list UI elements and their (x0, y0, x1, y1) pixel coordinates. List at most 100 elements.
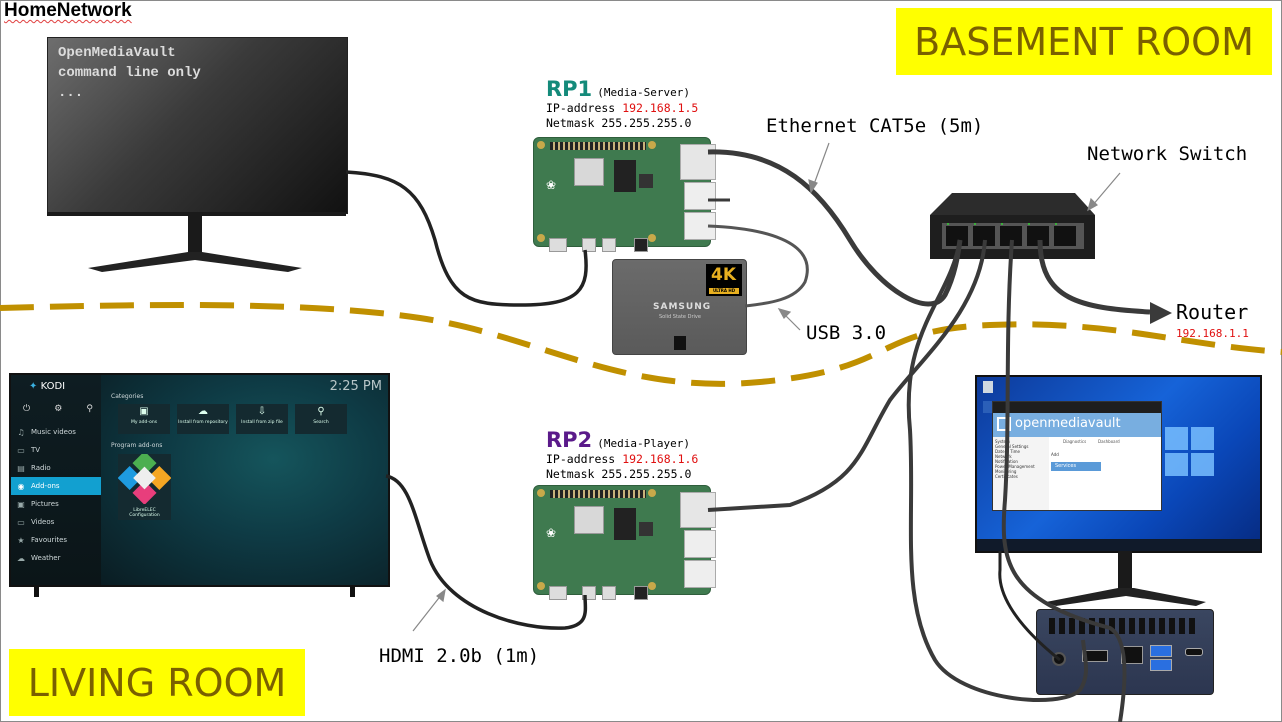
menu-label: Add-ons (31, 482, 60, 490)
kodi-tile-install-zip[interactable]: ⇩Install from zip file (236, 404, 288, 434)
tv-leg (34, 585, 39, 597)
rp1-netmask-label: Netmask (546, 116, 595, 130)
rp2-name: RP2 (546, 428, 593, 452)
omv-browser-window: openmediavault System General Settings D… (992, 401, 1162, 511)
kodi-menu-addons[interactable]: ◉Add-ons (11, 477, 101, 495)
kodi-logo-text: KODI (40, 381, 66, 392)
windows-taskbar (977, 539, 1260, 551)
kodi-sidebar: ✦ KODI ⏻ ⚙ ⚲ ♫Music videos ▭TV ▤Radio ◉A… (11, 375, 101, 585)
kodi-clock: 2:25 PM (329, 379, 382, 394)
ssd-subtitle: Solid State Drive (659, 314, 701, 320)
network-switch-label: Network Switch (1087, 143, 1248, 165)
thunderbolt-port (1185, 648, 1203, 656)
gear-icon[interactable]: ⚙ (54, 404, 63, 414)
addon-label: LibreELEC Configuration (129, 508, 160, 518)
usb-c-power-port (549, 586, 567, 600)
kodi-menu-radio[interactable]: ▤Radio (11, 459, 101, 477)
micro-hdmi-port (582, 586, 596, 600)
left-monitor-stand (188, 216, 202, 256)
micro-hdmi-port (582, 238, 596, 252)
omv-tab-dashboard[interactable]: Dashboard (1098, 439, 1120, 444)
kodi-tile-my-addons[interactable]: ▣My add-ons (118, 404, 170, 434)
ram-chip (614, 160, 636, 192)
usb-controller-chip (639, 174, 653, 188)
left-monitor-base (88, 252, 302, 272)
tile-label: Install from zip file (241, 420, 283, 425)
search-icon[interactable]: ⚲ (86, 404, 93, 414)
hdmi-port (1082, 650, 1108, 662)
kodi-menu-tv[interactable]: ▭TV (11, 441, 101, 459)
router-label: Router (1176, 300, 1249, 324)
rp1-board: ❀ (533, 137, 716, 252)
windows-monitor-base (1046, 588, 1206, 608)
omv-add-button[interactable]: Add (1051, 452, 1059, 457)
usb-cable-label: USB 3.0 (806, 322, 887, 344)
kodi-menu-music-videos[interactable]: ♫ Music videos (11, 423, 101, 441)
radio-icon: ▤ (17, 463, 25, 473)
kodi-tile-install-repo[interactable]: ☁Install from repository (177, 404, 229, 434)
soc-chip (574, 158, 604, 186)
omv-tab-diagnostics[interactable]: Diagnostics (1063, 439, 1087, 444)
ram-chip (614, 508, 636, 540)
usb-controller-chip (639, 522, 653, 536)
omv-logo-icon (997, 417, 1011, 431)
rp2-ip-label: IP-address (546, 452, 616, 466)
router-ip: 192.168.1.1 (1176, 327, 1249, 340)
rp1-ip-label: IP-address (546, 101, 616, 115)
rp2-netmask-label: Netmask (546, 467, 595, 481)
nuc-vents (1049, 618, 1199, 634)
gpio-pins (550, 490, 646, 498)
lan-port (1121, 646, 1143, 664)
rp1-name: RP1 (546, 77, 593, 101)
raspberry-logo-icon: ❀ (546, 526, 557, 540)
tv-leg (350, 585, 355, 597)
kodi-menu-videos[interactable]: ▭Videos (11, 513, 101, 531)
rp2-board: ❀ (533, 485, 716, 600)
menu-label: Weather (31, 554, 61, 562)
rp2-role: (Media-Player) (597, 437, 690, 450)
micro-hdmi-port (602, 238, 616, 252)
rp1-ip: 192.168.1.5 (622, 101, 699, 115)
rp2-label: RP2 (Media-Player) IP-address 192.168.1.… (546, 428, 698, 482)
power-icon[interactable]: ⏻ (23, 404, 31, 414)
tv-icon: ▭ (17, 445, 25, 455)
omv-nav-item[interactable]: Certificates (995, 474, 1018, 479)
kodi-menu-pictures[interactable]: ▣Pictures (11, 495, 101, 513)
kodi-tv: ✦ KODI ⏻ ⚙ ⚲ ♫Music videos ▭TV ▤Radio ◉A… (9, 373, 390, 587)
kodi-menu-favourites[interactable]: ★ Favourites (11, 531, 101, 549)
4k-badge-text: 4K (711, 265, 737, 285)
kodi-menu-weather[interactable]: ☁Weather (11, 549, 101, 567)
cloud-download-icon: ☁ (198, 406, 208, 417)
page-title: HomeNetwork (4, 0, 132, 21)
usb-port (684, 560, 716, 588)
kodi-addon-libreelec[interactable]: LibreELEC Configuration (117, 451, 172, 520)
4k-badge: 4K ULTRA HD (706, 264, 742, 296)
ultra-hd-text: ULTRA HD (709, 288, 739, 294)
omv-header: openmediavault (993, 413, 1161, 437)
windows-logo-icon (1165, 427, 1215, 477)
soc-chip (574, 506, 604, 534)
kodi-tile-search[interactable]: ⚲Search (295, 404, 347, 434)
mount-hole (537, 141, 545, 149)
usb-port (684, 212, 716, 240)
ethernet-port (680, 144, 716, 180)
ethernet-cable-label: Ethernet CAT5e (5m) (766, 115, 984, 137)
gpio-pins (550, 142, 646, 150)
mount-hole (537, 234, 545, 242)
music-video-icon: ♫ (17, 427, 25, 437)
rp2-netmask: 255.255.255.0 (601, 467, 692, 481)
kodi-top-icons: ⏻ ⚙ ⚲ (23, 404, 93, 414)
browser-toolbar (993, 402, 1161, 413)
console-line: ... (58, 85, 84, 101)
menu-label: Music videos (31, 428, 76, 436)
monitor-base-shape (1046, 588, 1206, 606)
mount-hole (648, 234, 656, 242)
switch-body (930, 193, 1095, 259)
dc-power-port (1052, 652, 1066, 666)
rp1-netmask: 255.255.255.0 (601, 116, 692, 130)
libreelec-logo-icon (117, 451, 172, 505)
omv-services-panel: Services (1051, 462, 1101, 471)
menu-label: Favourites (31, 536, 68, 544)
star-icon: ★ (17, 535, 25, 545)
